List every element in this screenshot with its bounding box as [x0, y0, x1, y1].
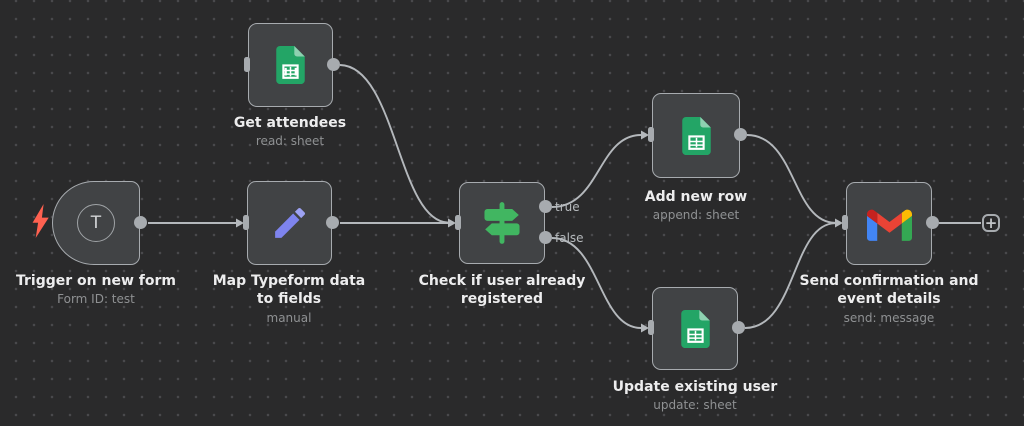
node-title: Check if user already registered	[418, 273, 586, 308]
plus-icon: +	[984, 213, 998, 232]
node-label-gmail: Send confirmation and event details send…	[797, 272, 981, 325]
node-add-new-row[interactable]	[652, 93, 740, 178]
google-sheets-icon	[680, 309, 710, 348]
node-check-user-registered[interactable]	[459, 182, 545, 264]
node-label-check: Check if user already registered	[412, 272, 592, 309]
node-subtitle: manual	[266, 310, 312, 325]
node-subtitle: Form ID: test	[57, 292, 135, 307]
input-connector-gmail[interactable]	[842, 215, 848, 230]
node-title: Map Typeform data to fields	[212, 273, 366, 308]
node-label-trigger: Trigger on new form Form ID: test	[6, 272, 186, 306]
output-connector-gmail[interactable]	[926, 216, 939, 229]
trigger-bolt-icon	[32, 203, 49, 243]
connection-true-to-addrow[interactable]	[551, 134, 642, 208]
node-label-update-user: Update existing user update: sheet	[605, 378, 785, 412]
connection-addrow-to-gmail[interactable]	[746, 134, 836, 224]
gmail-icon	[866, 209, 912, 241]
node-title: Send confirmation and event details	[799, 273, 979, 308]
output-connector-map[interactable]	[326, 216, 339, 229]
output-label-false: false	[555, 231, 584, 245]
node-title: Trigger on new form	[16, 273, 176, 289]
connection-getattendees-to-check[interactable]	[339, 64, 449, 224]
connection-update-to-gmail[interactable]	[744, 222, 836, 329]
input-connector-add-row[interactable]	[648, 127, 654, 142]
input-connector-map[interactable]	[243, 215, 249, 230]
connection-false-to-update[interactable]	[551, 237, 642, 329]
node-get-attendees[interactable]	[248, 23, 333, 107]
output-connector-check-true[interactable]	[539, 200, 552, 213]
node-send-confirmation-email[interactable]	[846, 182, 932, 265]
pencil-icon	[274, 207, 305, 238]
node-subtitle: update: sheet	[653, 398, 737, 413]
node-label-add-row: Add new row append: sheet	[606, 188, 786, 222]
typeform-letter: T	[90, 213, 102, 233]
node-map-typeform-data[interactable]	[247, 181, 332, 265]
node-title: Update existing user	[612, 379, 778, 395]
output-connector-check-false[interactable]	[539, 231, 552, 244]
input-connector-check[interactable]	[455, 215, 461, 230]
output-connector-get-attendees[interactable]	[327, 58, 340, 71]
node-title: Add new row	[644, 189, 748, 205]
node-label-get-attendees: Get attendees read: sheet	[200, 114, 380, 148]
node-subtitle: send: message	[843, 310, 935, 325]
google-sheets-icon	[681, 116, 711, 155]
node-trigger-on-new-form[interactable]: T	[52, 181, 140, 265]
node-title: Get attendees	[233, 115, 347, 131]
node-label-map: Map Typeform data to fields manual	[203, 272, 375, 325]
google-sheets-icon	[276, 46, 305, 84]
node-update-existing-user[interactable]	[652, 287, 738, 370]
output-label-true: true	[555, 200, 580, 214]
output-connector-add-row[interactable]	[734, 128, 747, 141]
typeform-trigger-icon: T	[77, 204, 115, 242]
input-connector-update-user[interactable]	[648, 320, 654, 335]
signpost-icon	[484, 202, 520, 244]
node-subtitle: append: sheet	[652, 208, 740, 223]
add-node-button[interactable]: +	[982, 214, 1000, 232]
output-connector-trigger[interactable]	[134, 216, 147, 229]
input-connector-get-attendees[interactable]	[244, 57, 250, 72]
node-subtitle: read: sheet	[255, 134, 325, 149]
output-connector-update-user[interactable]	[732, 321, 745, 334]
